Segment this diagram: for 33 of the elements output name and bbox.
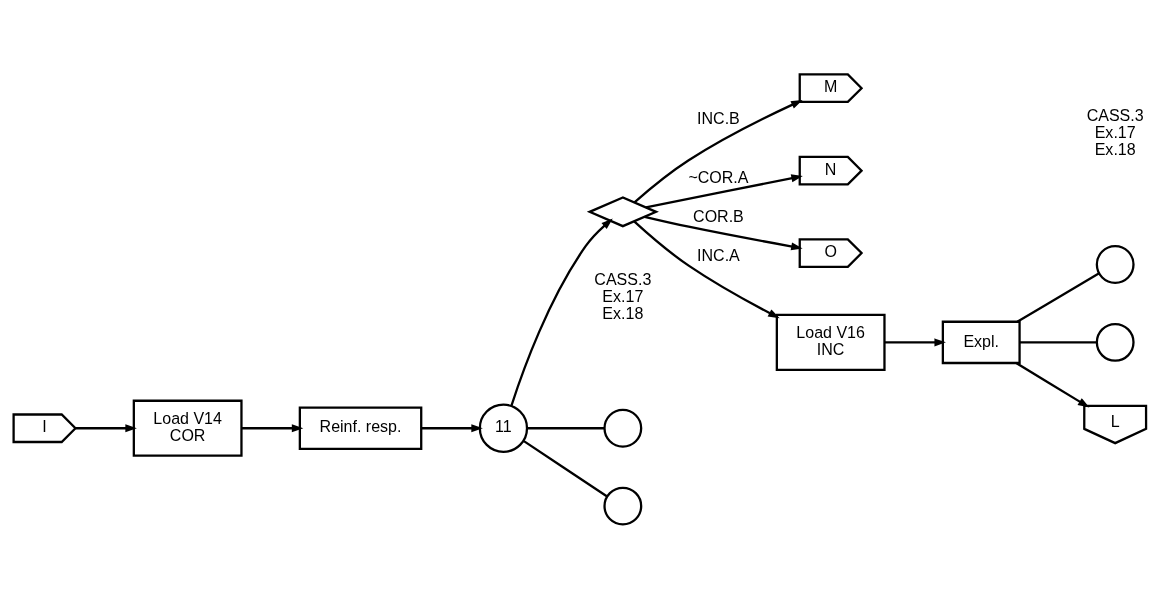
arrow	[510, 218, 613, 407]
node-box: Expl.	[941, 320, 1021, 365]
connector	[523, 440, 608, 498]
node-box: Load V14 COR	[132, 399, 243, 457]
arrow	[884, 338, 946, 347]
node-label: Ex.18	[602, 304, 644, 323]
arrow	[633, 100, 803, 204]
edge-label: INC.A	[697, 246, 740, 265]
node-circle	[1095, 322, 1135, 362]
node-circle	[603, 486, 643, 526]
connector	[527, 427, 605, 430]
arrow	[644, 215, 803, 251]
arrow	[1015, 362, 1090, 408]
edge-label: INC.B	[697, 108, 740, 127]
connector	[1016, 272, 1100, 323]
arrow	[633, 220, 780, 319]
edge-label: ~COR.A	[688, 168, 749, 187]
arrow	[75, 424, 137, 433]
edge-label: COR.B	[693, 207, 744, 226]
arrow	[421, 424, 483, 433]
node-circle	[1095, 245, 1135, 284]
connector	[1019, 341, 1097, 344]
node-label: CASS.3	[1086, 106, 1144, 125]
node-box: Reinf. resp.	[298, 406, 423, 450]
node-circle: 11	[478, 403, 529, 453]
node-circle	[603, 408, 643, 448]
arrow	[241, 424, 304, 433]
node-label: Ex.17	[1094, 123, 1136, 142]
node-label: Ex.18	[1094, 140, 1136, 159]
node-label: CASS.3	[594, 269, 652, 288]
arrow	[645, 174, 803, 209]
node-box: Load V16 INC	[775, 313, 886, 371]
node-label: Ex.17	[602, 286, 644, 305]
